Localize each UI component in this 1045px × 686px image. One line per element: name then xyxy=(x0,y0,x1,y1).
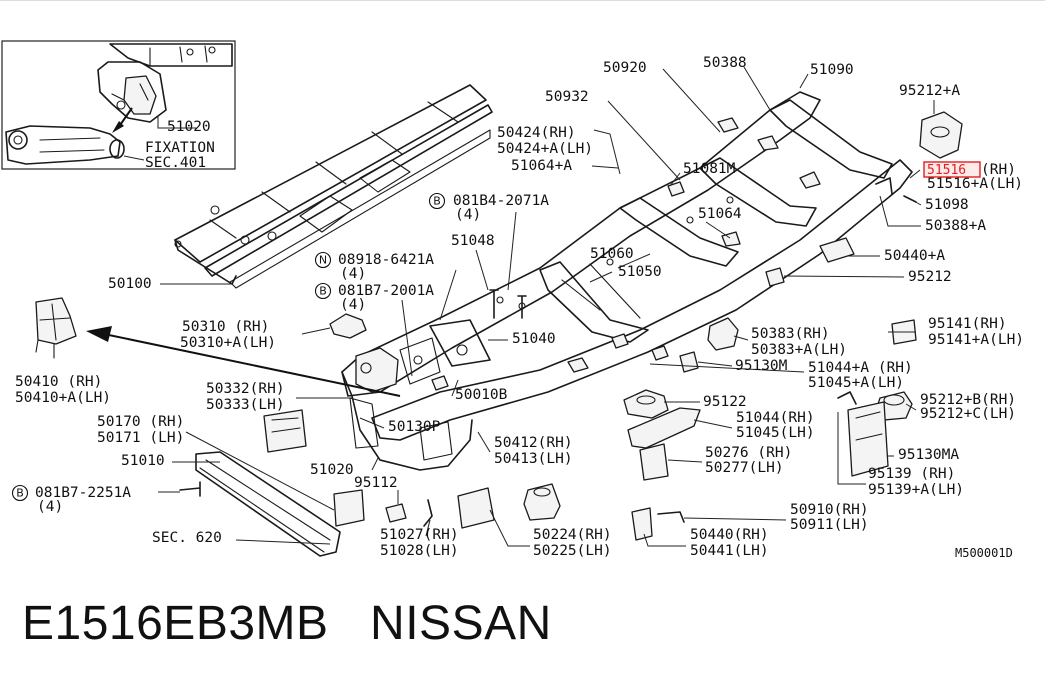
highlighted-part[interactable]: 51516 (RH) xyxy=(923,161,1016,178)
badge-letter: B xyxy=(319,285,327,298)
part-label[interactable]: 50410+A(LH) xyxy=(15,390,111,406)
part-label[interactable]: 08918-6421A xyxy=(338,252,434,268)
part-label[interactable]: 50171 (LH) xyxy=(97,430,184,446)
frame-main xyxy=(341,91,913,471)
part-label[interactable]: 51050 xyxy=(618,264,662,280)
part-label[interactable]: (4) xyxy=(340,266,366,282)
part-label[interactable]: 50170 (RH) xyxy=(97,414,184,430)
part-label[interactable]: 95139 (RH) xyxy=(868,466,955,482)
inset-label-sec: SEC.401 xyxy=(145,155,206,171)
part-label[interactable]: (4) xyxy=(37,499,63,515)
part-label[interactable]: 50424(RH) xyxy=(497,125,576,141)
part-label[interactable]: 50932 xyxy=(545,89,589,105)
part-label[interactable]: 51081M xyxy=(683,161,736,177)
part-label[interactable]: 51064 xyxy=(698,206,742,222)
part-label[interactable]: 50333(LH) xyxy=(206,397,285,413)
inset-label-fixation: FIXATION xyxy=(145,140,215,156)
part-label[interactable]: 50276 (RH) xyxy=(705,445,792,461)
part-label[interactable]: 95212+A xyxy=(899,83,960,99)
part-label[interactable]: 95141+A(LH) xyxy=(928,332,1024,348)
part-label[interactable]: 51027(RH) xyxy=(380,527,459,543)
badge-circle xyxy=(314,251,332,269)
part-label[interactable]: 50383(RH) xyxy=(751,326,830,342)
part-label[interactable]: 95112 xyxy=(354,475,398,491)
part-label[interactable]: 51044+A (RH) xyxy=(808,360,913,376)
part-label[interactable]: 50412(RH) xyxy=(494,435,573,451)
part-label[interactable]: 50310 (RH) xyxy=(182,319,269,335)
part-label[interactable]: 50413(LH) xyxy=(494,451,573,467)
part-label[interactable]: 51028(LH) xyxy=(380,543,459,559)
part-label[interactable]: 51045+A(LH) xyxy=(808,375,904,391)
fastener-badges: B N B B xyxy=(11,192,446,502)
part-label[interactable]: 50277(LH) xyxy=(705,460,784,476)
part-label[interactable]: 51010 xyxy=(121,453,165,469)
part-label[interactable]: 51045(LH) xyxy=(736,425,815,441)
part-label[interactable]: 50424+A(LH) xyxy=(497,141,593,157)
part-label[interactable]: (4) xyxy=(340,297,366,313)
caption-brand: NISSAN xyxy=(370,597,552,650)
part-label[interactable]: 081B7-2001A xyxy=(338,283,434,299)
part-label[interactable]: 51044(RH) xyxy=(736,410,815,426)
part-label[interactable]: 50010B xyxy=(455,387,508,403)
part-label[interactable]: 50910(RH) xyxy=(790,502,869,518)
part-label[interactable]: 95212 xyxy=(908,269,952,285)
part-label[interactable]: SEC. 620 xyxy=(152,530,222,546)
part-label[interactable]: 51060 xyxy=(590,246,634,262)
badge-letter: N xyxy=(319,254,327,267)
caption-part-number: E1516EB3MB xyxy=(22,597,329,650)
part-label[interactable]: 51020 xyxy=(310,462,354,478)
part-label[interactable]: 95122 xyxy=(703,394,747,410)
badge-letter: B xyxy=(16,487,24,500)
caption: E1516EB3MB NISSAN xyxy=(22,596,552,651)
badge-letter: B xyxy=(433,195,441,208)
part-label[interactable]: 081B7-2251A xyxy=(35,485,131,501)
part-label[interactable]: 50388+A xyxy=(925,218,986,234)
part-label[interactable]: 50310+A(LH) xyxy=(180,335,276,351)
part-label[interactable]: 95130M xyxy=(735,358,788,374)
part-label[interactable]: 51048 xyxy=(451,233,495,249)
part-label[interactable]: 51064+A xyxy=(511,158,572,174)
part-label[interactable]: 51040 xyxy=(512,331,556,347)
part-label[interactable]: 95212+C(LH) xyxy=(920,406,1016,422)
part-label[interactable]: 50130P xyxy=(388,419,441,435)
callout-arrow xyxy=(86,326,401,397)
inset-label-part: 51020 xyxy=(167,119,211,135)
part-label[interactable]: 95139+A(LH) xyxy=(868,482,964,498)
part-label[interactable]: 51516+A(LH) xyxy=(927,176,1023,192)
badge-circle xyxy=(11,484,29,502)
leader-lines xyxy=(158,66,935,547)
part-labels: 50920 50388 51090 95212+A 50932 50424(RH)5042… xyxy=(15,55,1024,559)
part-label[interactable]: 50388 xyxy=(703,55,747,71)
part-label[interactable]: 95212+B(RH) xyxy=(920,392,1016,408)
frame-small-overview xyxy=(160,84,493,289)
part-label[interactable]: 95130MA xyxy=(898,447,959,463)
part-label[interactable]: 50332(RH) xyxy=(206,381,285,397)
badge-circle xyxy=(314,282,332,300)
part-label[interactable]: 50441(LH) xyxy=(690,543,769,559)
inset-detail xyxy=(1,40,236,170)
part-label[interactable]: 95141(RH) xyxy=(928,316,1007,332)
badge-circle xyxy=(428,192,446,210)
part-label[interactable]: 51098 xyxy=(925,197,969,213)
part-label[interactable]: 50440(RH) xyxy=(690,527,769,543)
part-label[interactable]: 50225(LH) xyxy=(533,543,612,559)
part-label[interactable]: 50911(LH) xyxy=(790,517,869,533)
part-label[interactable]: 50224(RH) xyxy=(533,527,612,543)
part-label[interactable]: 50410 (RH) xyxy=(15,374,102,390)
part-label[interactable]: 50383+A(LH) xyxy=(751,342,847,358)
part-label[interactable]: 081B4-2071A xyxy=(453,193,549,209)
part-label[interactable]: 51090 xyxy=(810,62,854,78)
diagram-code: M500001D xyxy=(955,546,1013,560)
part-label[interactable]: 50100 xyxy=(108,276,152,292)
part-label[interactable]: 50440+A xyxy=(884,248,945,264)
highlight-part-number: 51516 xyxy=(927,163,966,178)
part-label[interactable]: 50920 xyxy=(603,60,647,76)
part-label[interactable]: (4) xyxy=(455,207,481,223)
highlight-part-suffix: (RH) xyxy=(981,162,1016,178)
